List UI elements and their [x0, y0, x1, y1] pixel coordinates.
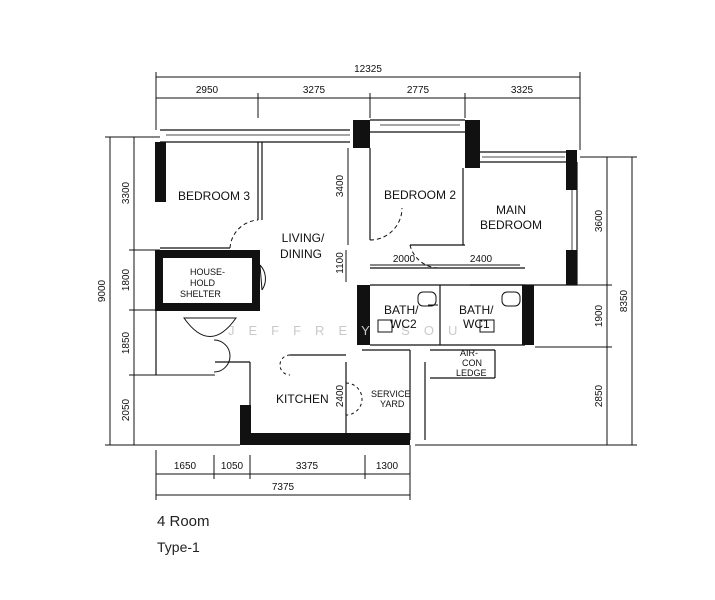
dim-top-1: 2950: [196, 85, 219, 96]
room-label-shelter-3: SHELTER: [180, 289, 221, 299]
room-label-bath2-1: BATH/: [384, 303, 419, 317]
dim-inner-2000: 2000: [393, 254, 416, 265]
room-label-main-1: MAIN: [496, 203, 526, 217]
walls: [155, 119, 578, 440]
room-label-shelter-2: HOLD: [190, 278, 216, 288]
inner-dimension-lines: [345, 148, 520, 282]
dim-right-1: 3600: [594, 209, 605, 232]
bath-fixtures: [377, 291, 521, 333]
left-dimensions: [105, 136, 240, 446]
plan-title: 4 Room: [157, 513, 210, 530]
dim-left-1: 3300: [121, 181, 132, 204]
plan-subtitle: Type-1: [157, 539, 200, 555]
doors: [183, 207, 441, 416]
room-label-bath1-1: BATH/: [459, 303, 494, 317]
dim-bottom-total: 7375: [272, 482, 295, 493]
dim-top-total: 12325: [354, 64, 382, 75]
dim-left-2: 1800: [121, 268, 132, 291]
dim-bottom-2: 1050: [221, 461, 244, 472]
dim-right-3: 2850: [594, 384, 605, 407]
dim-inner-2400-kitchen: 2400: [335, 384, 346, 407]
room-label-service-1: SERVICE: [371, 389, 410, 399]
room-label-main-2: BEDROOM: [480, 218, 542, 232]
room-label-aircon-3: LEDGE: [456, 368, 487, 378]
room-label-shelter-1: HOUSE-: [190, 267, 225, 277]
room-label-aircon-1: AIR-: [460, 348, 478, 358]
dim-left-total: 9000: [97, 279, 108, 302]
dim-top-3: 2775: [407, 85, 430, 96]
room-label-bath1-2: WC1: [463, 317, 490, 331]
room-label-service-2: YARD: [380, 399, 405, 409]
dim-left-4: 2050: [121, 398, 132, 421]
dim-right-total: 8350: [619, 289, 630, 312]
right-dimensions: [415, 156, 637, 446]
dim-right-2: 1900: [594, 304, 605, 327]
dim-bottom-4: 1300: [376, 461, 399, 472]
dim-top-4: 3325: [511, 85, 534, 96]
dim-inner-2400-top: 2400: [470, 254, 493, 265]
watermark: JEFFREY SOU: [228, 323, 471, 338]
room-label-bedroom3: BEDROOM 3: [178, 189, 250, 203]
windows: [166, 124, 573, 250]
dim-bottom-3: 3375: [296, 461, 319, 472]
room-label-bath2-2: WC2: [390, 317, 417, 331]
top-dimensions: [155, 72, 581, 150]
bottom-dimensions: [155, 445, 411, 500]
dim-inner-1100: 1100: [335, 252, 346, 274]
dim-inner-3400: 3400: [335, 174, 346, 197]
room-label-kitchen: KITCHEN: [276, 392, 329, 406]
dim-left-3: 1850: [121, 331, 132, 354]
room-label-aircon-2: CON: [462, 358, 482, 368]
room-label-bedroom2: BEDROOM 2: [384, 188, 456, 202]
room-label-living-2: DINING: [280, 247, 322, 261]
wall-blocks: [155, 120, 577, 445]
room-label-living-1: LIVING/: [282, 231, 325, 245]
dim-bottom-1: 1650: [174, 461, 197, 472]
dim-top-2: 3275: [303, 85, 326, 96]
